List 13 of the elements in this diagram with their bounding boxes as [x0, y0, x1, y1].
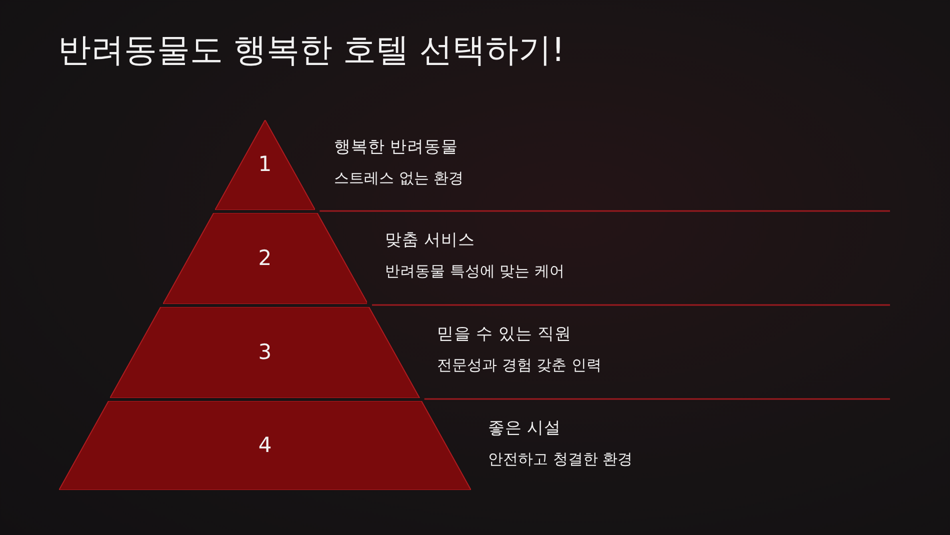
tier-description: 반려동물 특성에 맞는 케어 — [385, 262, 564, 281]
tier-description: 안전하고 청결한 환경 — [488, 450, 633, 469]
tier-number: 4 — [257, 432, 273, 456]
tier-heading: 좋은 시설 — [488, 417, 562, 439]
tier-number: 2 — [257, 246, 273, 270]
tier-description: 스트레스 없는 환경 — [334, 169, 464, 188]
tier-number: 3 — [257, 340, 273, 364]
tier-description: 전문성과 경험 갖춘 인력 — [437, 356, 602, 375]
tier-heading: 행복한 반려동물 — [334, 136, 458, 158]
tier-heading: 믿을 수 있는 직원 — [437, 323, 572, 345]
tier-heading: 맞춤 서비스 — [385, 229, 476, 251]
title: 반려동물도 행복한 호텔 선택하기! — [58, 29, 565, 71]
tier-number: 1 — [257, 152, 273, 176]
